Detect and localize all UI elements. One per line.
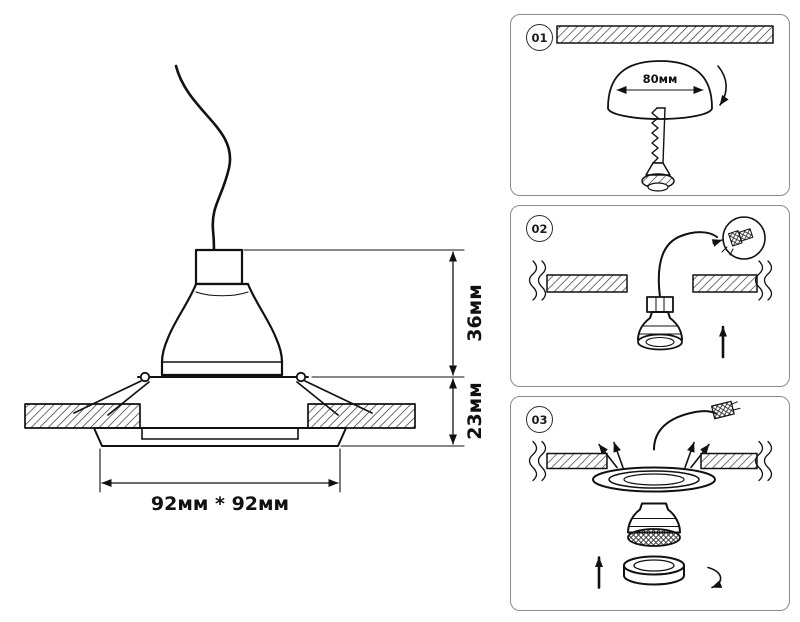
break-marks-right <box>754 260 773 301</box>
installed-trim-ring <box>592 466 716 493</box>
power-cable <box>653 410 717 451</box>
lamp-socket <box>646 296 674 313</box>
pivot-right <box>295 371 307 383</box>
dimension-right <box>243 249 465 447</box>
terminal-connector <box>711 400 741 420</box>
hole-dim-label: 80мм <box>643 72 678 86</box>
spring-clip-right <box>684 441 710 469</box>
ceiling-right <box>307 403 416 429</box>
step-1-illustration: 80мм <box>556 25 774 192</box>
break-marks-right <box>754 440 773 482</box>
lamp-body-contour <box>195 291 249 297</box>
power-cable <box>657 231 718 298</box>
step-3-illustration <box>528 400 773 589</box>
connector-pointer-arrow <box>711 239 723 247</box>
step-panel-1: 01 <box>510 14 790 196</box>
lamp-neck <box>194 248 244 286</box>
trim-ring-recess <box>141 427 299 440</box>
hole-saw <box>651 107 666 164</box>
cut-hole <box>607 60 713 120</box>
lamp-bulb <box>637 311 683 351</box>
ceiling-right <box>700 452 758 470</box>
ceiling-left <box>546 274 628 293</box>
dim-23-label: 23мм <box>464 382 486 440</box>
saw-arbor <box>641 162 675 192</box>
dim-36-label: 36мм <box>464 284 486 342</box>
break-marks-left <box>528 440 547 482</box>
step-panel-2: 02 <box>510 205 790 387</box>
honeycomb-grille <box>627 528 681 547</box>
step-number-badge-1: 01 <box>526 24 553 51</box>
power-cable <box>174 64 232 252</box>
break-marks-left <box>528 260 547 301</box>
rotation-arrow <box>707 566 723 589</box>
step-number-badge-2: 02 <box>526 215 553 242</box>
step-number-badge-3: 03 <box>526 406 553 433</box>
ceiling-strip <box>556 25 774 44</box>
spring-clip-left <box>598 441 624 469</box>
rotation-arrow <box>717 65 729 106</box>
lamp-body <box>160 282 284 377</box>
step-2-illustration <box>528 216 773 359</box>
trim-ring <box>93 427 347 447</box>
wire-connector-detail <box>721 216 766 260</box>
step-panel-3: 03 <box>510 396 790 611</box>
main-technical-drawing: 36мм 23мм 92мм * 92мм <box>24 64 486 515</box>
retaining-ring <box>623 555 685 586</box>
pivot-left <box>139 371 151 383</box>
dim-92-label: 92мм * 92мм <box>151 493 289 515</box>
ceiling-left <box>546 452 608 470</box>
dimension-bottom <box>99 448 341 493</box>
lamp-bulb <box>627 502 681 547</box>
ceiling-left <box>24 403 141 429</box>
ceiling-right <box>692 274 758 293</box>
